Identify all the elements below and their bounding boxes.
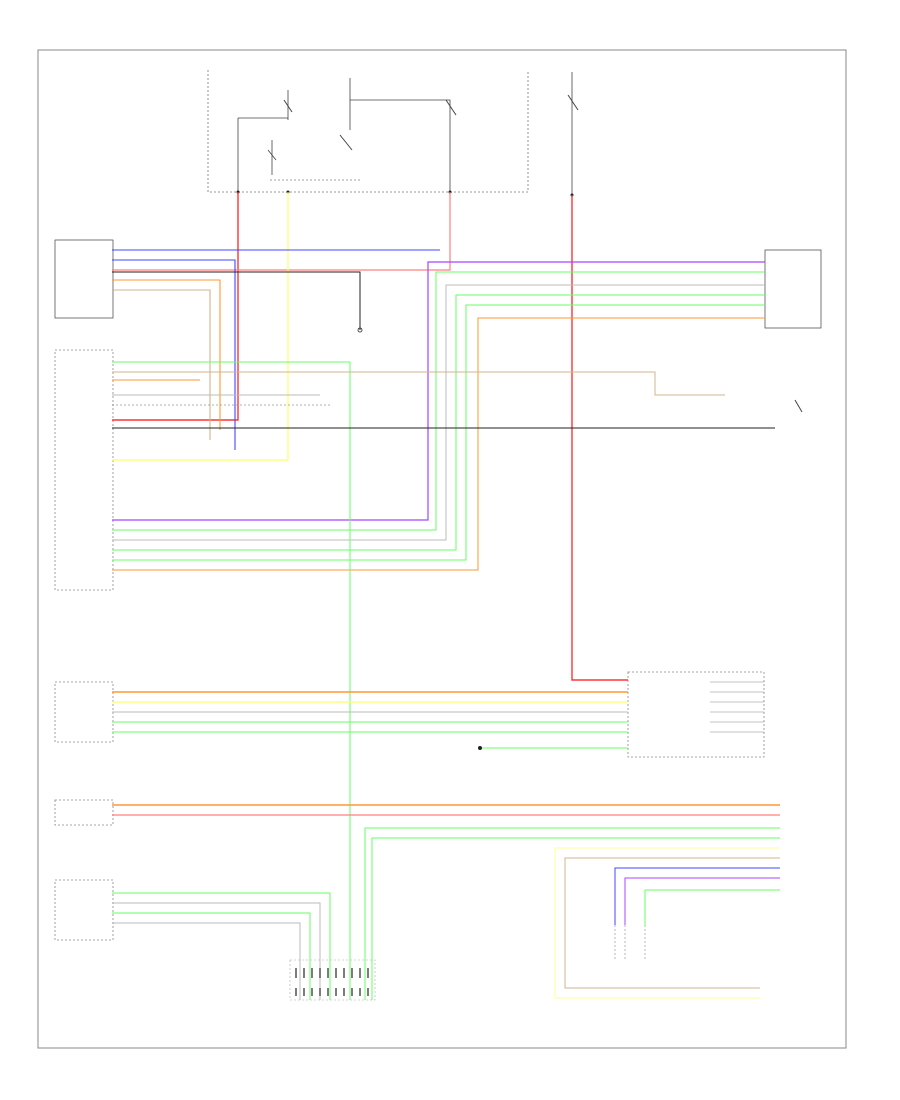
wire-tan: [112, 289, 211, 440]
component-box-left-middle: [54, 681, 114, 743]
wire-yellow-loop: [554, 847, 780, 999]
wire-green-ground: [112, 361, 351, 1000]
wire-blue-lower: [614, 867, 780, 925]
wire-tan-clutch: [112, 371, 725, 396]
wire-green-3: [112, 304, 765, 561]
clutch-switch-symbol: [794, 399, 803, 413]
wire-grey-bottom: [112, 902, 321, 1000]
wire-black: [112, 271, 361, 330]
joint-connector-pins: [295, 968, 369, 996]
component-box-right-middle: [627, 671, 765, 758]
wire-grey-bottom-2: [112, 922, 301, 1000]
fuse-box-outline: [207, 70, 529, 193]
component-box-left-bottom: [54, 879, 114, 941]
component-box-left-upper: [54, 239, 114, 319]
wire-orange-2: [112, 317, 765, 571]
fuse-box-bus-right: [349, 78, 451, 192]
wire-orange: [112, 279, 221, 430]
relay-coil: [267, 140, 277, 175]
switch-contact: [357, 327, 363, 333]
relay-contact: [339, 134, 353, 151]
wire-red-power-right: [571, 195, 628, 681]
wire-green-1: [112, 271, 765, 531]
wire-yellow-power: [112, 192, 289, 461]
wire-violet: [112, 261, 765, 521]
right-fuse-symbol: [567, 94, 579, 111]
ground-point: [478, 746, 482, 750]
fuse-right-symbol: [445, 99, 457, 116]
wire-green-lower: [364, 827, 780, 1000]
wire-pink-power: [112, 192, 451, 271]
wire-tan-loop: [564, 857, 780, 989]
joint-connector: [289, 959, 376, 1001]
wire-green-2: [112, 294, 765, 551]
switch-contacts: [710, 681, 764, 733]
component-box-right-upper: [764, 249, 822, 329]
wire-green-lower-3: [644, 889, 780, 925]
wire-green-lower-2: [371, 837, 780, 1000]
ecm-box: [54, 349, 114, 591]
wire-grey: [112, 284, 765, 541]
diagram-frame: [37, 49, 847, 1049]
wire-red-power-left: [112, 192, 239, 421]
wire-blue-drop: [112, 259, 236, 450]
wire-violet-lower: [624, 877, 780, 925]
fuse-left-symbol: [283, 99, 293, 113]
pedal-sensor-leads: [614, 925, 646, 960]
wire-green-bottom-2: [112, 912, 311, 1000]
wire-green-bottom: [112, 892, 331, 1000]
component-box-left-lower: [54, 799, 114, 826]
